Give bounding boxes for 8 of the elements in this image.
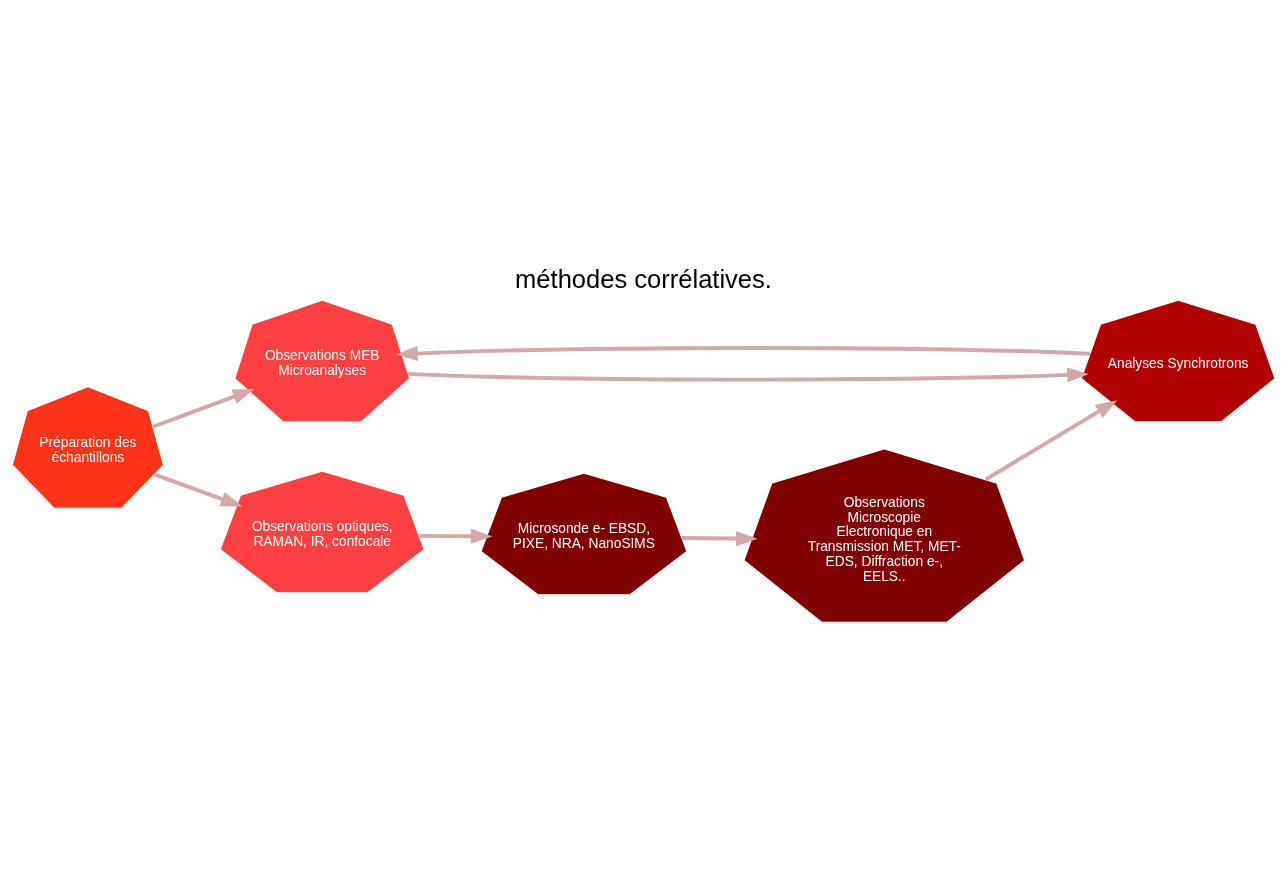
arrow <box>681 531 758 547</box>
diagram-title: méthodes corrélatives. <box>515 265 772 294</box>
arrow <box>408 367 1089 383</box>
arrow <box>152 389 255 429</box>
arrow <box>153 472 243 507</box>
arrow <box>984 400 1118 482</box>
arrow <box>419 528 493 544</box>
arrow <box>396 345 1091 362</box>
